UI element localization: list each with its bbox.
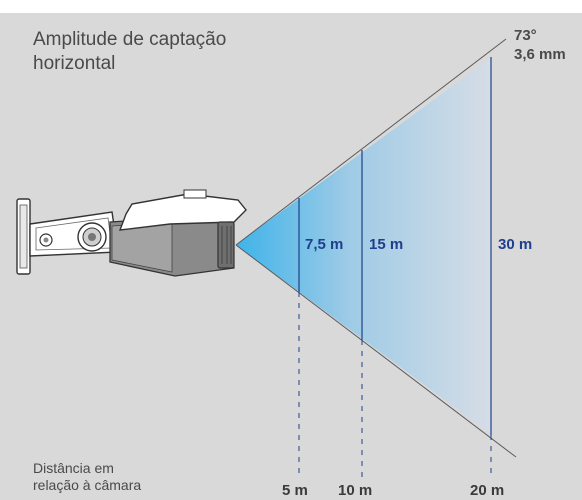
diagram-title-line-1: Amplitude de captação: [33, 29, 227, 50]
distance-caption-line-2: relação à câmara: [33, 477, 142, 493]
diagram-title-line-2: horizontal: [33, 53, 116, 74]
beam-upper-ray: [235, 38, 507, 246]
width-label-30m: 30 m: [498, 236, 533, 253]
distance-caption-line-1: Distância em: [33, 460, 114, 476]
diagram-title: Amplitude de captação horizontal: [33, 28, 333, 76]
lens-angle: 73°: [514, 27, 537, 44]
width-label-7-5m: 7,5 m: [305, 236, 344, 253]
distance-label-20m: 20 m: [470, 482, 505, 499]
beam-lower-ray: [235, 244, 517, 458]
distance-caption: Distância em relação à câmara: [33, 460, 141, 494]
lens-spec: 73° 3,6 mm: [514, 26, 566, 64]
width-label-15m: 15 m: [369, 236, 404, 253]
lens-focal-length: 3,6 mm: [514, 46, 566, 63]
distance-label-5m: 5 m: [282, 482, 308, 499]
bullet-camera-icon: [16, 189, 247, 277]
distance-label-10m: 10 m: [338, 482, 373, 499]
coverage-beam: [236, 57, 492, 435]
